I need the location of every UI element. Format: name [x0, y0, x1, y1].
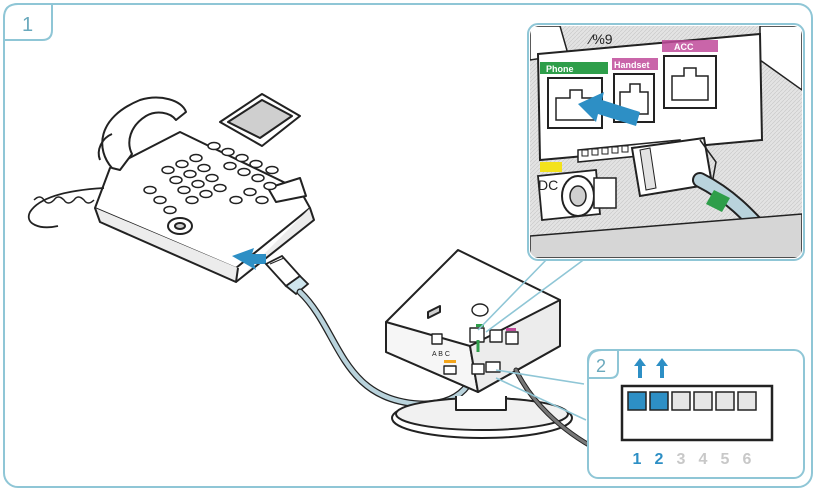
- step-1-label: 1: [22, 14, 33, 36]
- dip-switch-label-5: 5: [721, 451, 730, 468]
- rj-plug-icon: [264, 254, 310, 296]
- callout-line-switch: [495, 369, 587, 421]
- dip-switch-label-4: 4: [699, 451, 708, 468]
- desk-phone-icon: [27, 93, 315, 283]
- base-switch-label: A B C: [432, 351, 450, 358]
- dip-switch-1[interactable]: [627, 391, 647, 411]
- dip-switch-3[interactable]: [671, 391, 691, 411]
- port-insert-arrow: [578, 92, 640, 126]
- dip-switch-label-1: 1: [633, 451, 642, 468]
- step-2-label: 2: [596, 356, 606, 376]
- dip-switch-2[interactable]: [649, 391, 669, 411]
- top-port-mark: ⁄%9: [587, 31, 613, 47]
- phone-connect-arrow: [232, 248, 266, 270]
- handset-port-label: Handset: [614, 60, 650, 70]
- dip-switch-label-2: 2: [655, 451, 664, 468]
- switch-up-arrows: [634, 358, 668, 378]
- dip-switch-5[interactable]: [715, 391, 735, 411]
- ports-zoom-panel: [527, 23, 805, 261]
- phone-port-label: Phone: [546, 64, 574, 74]
- step-1-badge: 1: [3, 3, 53, 41]
- dip-switch-label-6: 6: [743, 451, 752, 468]
- dip-switch-label-3: 3: [677, 451, 686, 468]
- dip-switch-6[interactable]: [737, 391, 757, 411]
- acc-port-label: ACC: [674, 42, 694, 52]
- base-unit-icon: [385, 249, 573, 439]
- dip-switch-4[interactable]: [693, 391, 713, 411]
- dc-label: DC: [538, 177, 558, 193]
- callout-line-ports: [477, 257, 587, 333]
